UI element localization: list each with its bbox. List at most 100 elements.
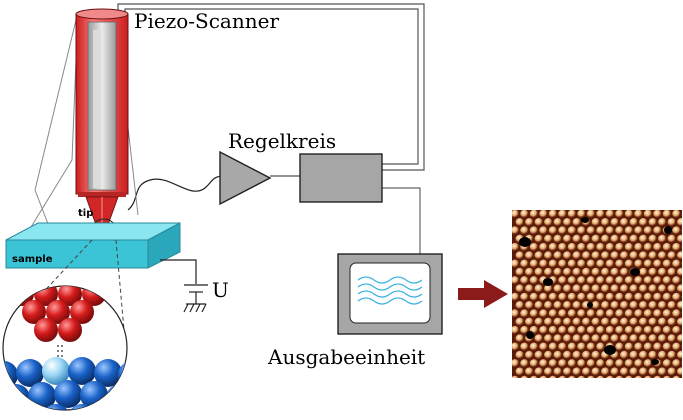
atom-dot [643, 359, 653, 368]
stm-image [512, 210, 682, 378]
atom-dot [662, 342, 672, 352]
atom-dot [615, 359, 624, 368]
atom-dot [615, 226, 624, 235]
atom-dot [515, 367, 525, 377]
atom-dot [667, 367, 677, 377]
atom-dot [534, 301, 544, 310]
atom-dot [672, 259, 681, 269]
atom-dot [586, 309, 596, 318]
atom-dot [644, 375, 652, 378]
atom-dot [525, 251, 534, 260]
atom-dot [663, 375, 671, 378]
atom-dot [620, 367, 629, 377]
atom-dot [648, 301, 658, 310]
atom-dot [681, 312, 682, 316]
atom-dot [572, 267, 582, 277]
atom-dot [629, 367, 639, 377]
atom-dot [634, 242, 643, 252]
atom-dot [512, 210, 520, 219]
atom-dot [567, 226, 577, 235]
atom-dot [586, 325, 596, 335]
atom-dot [662, 325, 672, 335]
atom-dot [586, 359, 596, 368]
atom-dot [529, 309, 539, 318]
atom-dot [672, 342, 681, 352]
atom-dot [610, 284, 620, 294]
atom-dot [520, 309, 529, 318]
atom-dot [567, 276, 577, 285]
atom-dot [605, 226, 615, 235]
atom-dot [667, 267, 677, 277]
atom-dot [563, 267, 572, 277]
atom-dot [572, 218, 582, 227]
atom-dot [643, 226, 653, 235]
atom-dot [658, 301, 667, 310]
atom-dot [525, 284, 534, 294]
atom-dot [563, 301, 572, 310]
atom-dot [591, 317, 601, 327]
atom-dot [624, 292, 634, 302]
atom-dot [629, 334, 639, 343]
atom-dot [615, 342, 624, 352]
atom-dot [667, 284, 677, 294]
atom-dot [512, 375, 519, 378]
atom-dot [634, 226, 643, 235]
atom-dot [672, 276, 681, 285]
atom-dot [639, 301, 648, 310]
atom-dot [624, 226, 634, 235]
atom-dot [586, 276, 596, 285]
atom-dot [610, 218, 620, 227]
atom-dot [601, 367, 610, 377]
atom-dot [662, 242, 672, 252]
atom-dot [577, 242, 586, 252]
atom-dot [653, 292, 662, 302]
atom-dot [625, 375, 633, 378]
atom-dot [601, 334, 610, 343]
atom-dot [620, 284, 629, 294]
atom-dot [577, 342, 586, 352]
atom-dot [525, 267, 534, 277]
atom-dot [577, 359, 586, 368]
atom-dot [515, 350, 525, 360]
atom-dot [525, 218, 534, 227]
defects [519, 217, 672, 365]
atom-dot [639, 218, 648, 227]
atom-dot [529, 242, 539, 252]
atom-dot [601, 267, 610, 277]
atom-dot [620, 350, 629, 360]
atom-dot [643, 325, 653, 335]
controller-box [299, 153, 383, 203]
atom-dot [553, 251, 563, 260]
atom-dot [572, 234, 582, 244]
atom-dot [515, 267, 525, 277]
atom-dot [601, 317, 610, 327]
atom-dot [539, 325, 548, 335]
atom-dot [591, 367, 601, 377]
atom-dot [634, 325, 643, 335]
signal-waves [357, 276, 423, 305]
atom-dot [667, 350, 677, 360]
atom-dot [512, 342, 520, 352]
atom-dot [624, 242, 634, 252]
atom-dot [667, 334, 677, 343]
atom-dot [548, 226, 558, 235]
atom-dot [615, 242, 624, 252]
atom-dot [658, 234, 667, 244]
atom-dot [629, 251, 639, 260]
atom-dot [582, 267, 591, 277]
atom-dot [520, 210, 529, 219]
atom-dot [544, 334, 553, 343]
atom-dot [605, 292, 615, 302]
atom-dot [639, 367, 648, 377]
atom-dot [624, 359, 634, 368]
atom-dot [539, 359, 548, 368]
atom-dot [681, 361, 682, 365]
atom-dot [563, 251, 572, 260]
atom-dot [677, 251, 682, 260]
atom-dot [558, 226, 567, 235]
atom-dot [534, 267, 544, 277]
atom-dot [520, 226, 529, 235]
atom-dot [582, 317, 591, 327]
atom-dot [563, 218, 572, 227]
atom-dot [601, 218, 610, 227]
